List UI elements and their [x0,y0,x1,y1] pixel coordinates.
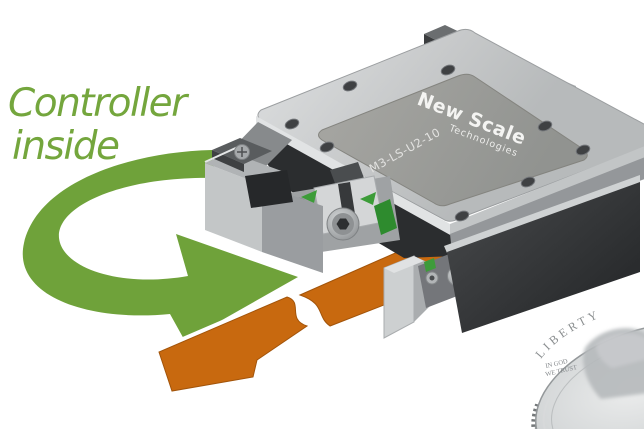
curved-arrow-icon [22,150,298,341]
annotation-line2: inside [12,124,119,169]
cable-lower-segment [158,296,309,392]
pcb-green-mark [301,190,317,203]
linear-stage-device: New Scale Technologies M3-LS-U2-10 [204,25,644,339]
base-front [444,157,644,333]
device-label-plate [318,73,588,207]
pcb-green-mark [360,192,376,205]
annotation-text: Controller inside [8,81,192,169]
annotation-line1: Controller [8,81,190,126]
coin-bust [583,328,644,399]
coin: LIBERTY IN GOD WE TRUST [531,307,644,429]
block-opening [245,170,293,208]
clamp-screw [326,207,360,241]
dark-front-face [447,182,640,333]
phillips-screw [234,144,250,160]
svg-text:IN GOD: IN GOD [545,358,569,370]
left-block [204,122,323,273]
plate-screw-holes [284,64,591,222]
pcb-edge [374,199,397,235]
pcb-green-mark [424,258,436,272]
